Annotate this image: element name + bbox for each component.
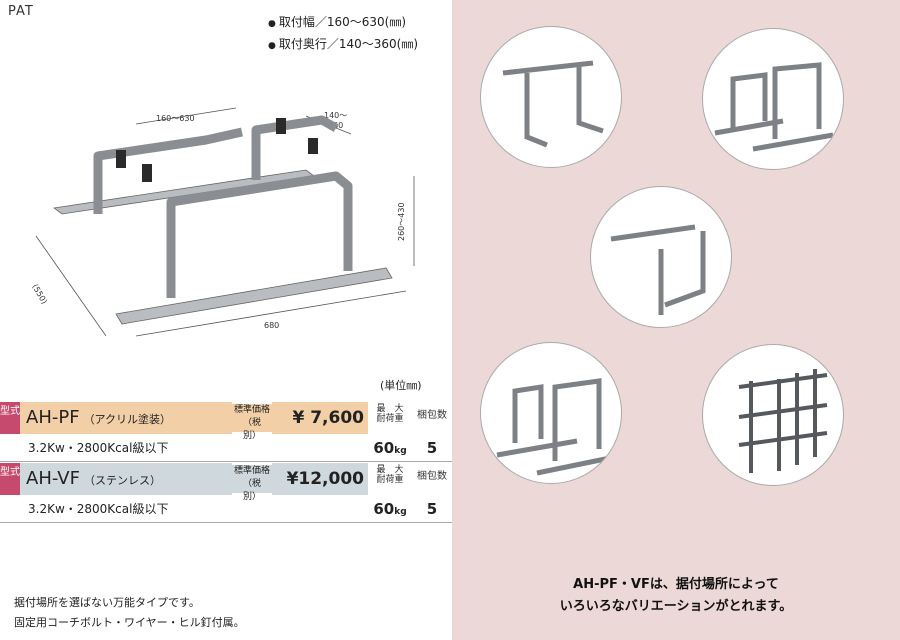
price-tax-label: （税 別）	[242, 479, 271, 502]
product-panel: PAT 取付幅／160～630(㎜) 取付奥行／140～360(㎜) 160～6…	[0, 0, 452, 640]
variation-double-stand-image	[702, 28, 844, 170]
variation-hanging-image	[590, 186, 732, 328]
pack-count-label: 梱包数	[417, 410, 447, 421]
pack-count-label: 梱包数	[417, 471, 447, 482]
dim-width-label: 160～630	[156, 114, 195, 123]
pack-count-value: 5	[426, 500, 438, 518]
stand-product-photo: 160～630 140～ 360 260～430 (550) 680	[30, 107, 415, 337]
load-unit: kg	[394, 507, 407, 517]
dim-height-label: 260～430	[397, 202, 406, 241]
model-finish: （アクリル塗装）	[83, 413, 172, 426]
model-name: AH-VF	[26, 468, 80, 489]
price-label: 標準価格	[233, 466, 270, 476]
load-capacity-label: 耐荷重	[376, 475, 404, 485]
max-load-label: 最 大	[376, 404, 404, 414]
product-row-ah-pf: 型式 AH-PF（アクリル塗装） 標準価格 （税 別） ¥ 7,600 最 大 …	[0, 402, 452, 462]
max-load-label: 最 大	[376, 465, 404, 475]
variation-panel: AH-PF・VFは、据付場所によって いろいろなバリエーションがとれます。	[452, 0, 900, 640]
dim-depth-label-1: 140～	[324, 111, 347, 120]
product-row-ah-vf: 型式 AH-VF（ステンレス） 標準価格 （税 別） ¥12,000 最 大 耐…	[0, 463, 452, 523]
price-value: ¥ 7,600	[272, 402, 368, 434]
model-type-badge: 型式	[0, 402, 20, 434]
load-unit: kg	[394, 446, 407, 456]
max-load-value: 60	[373, 500, 395, 518]
variation-caption: AH-PF・VFは、据付場所によって いろいろなバリエーションがとれます。	[452, 574, 900, 618]
capacity-text: 3.2Kw・2800Kcal級以下	[28, 502, 169, 516]
caption-line-2: いろいろなバリエーションがとれます。	[559, 599, 793, 614]
pack-count-value: 5	[426, 439, 438, 457]
spec-depth: 取付奥行／140～360(㎜)	[268, 34, 418, 56]
spec-list: 取付幅／160～630(㎜) 取付奥行／140～360(㎜)	[268, 12, 418, 56]
model-finish: （ステンレス）	[83, 474, 161, 487]
capacity-text: 3.2Kw・2800Kcal級以下	[28, 441, 169, 455]
price-label: 標準価格	[233, 405, 270, 415]
max-load-value: 60	[373, 439, 395, 457]
load-capacity-label: 耐荷重	[376, 414, 404, 424]
model-type-badge: 型式	[0, 463, 20, 495]
model-name: AH-PF	[26, 407, 80, 428]
dim-side-label: (550)	[30, 283, 49, 306]
unit-note: (単位㎜)	[380, 379, 422, 392]
spec-width: 取付幅／160～630(㎜)	[268, 12, 418, 34]
product-notes: 据付場所を選ばない万能タイプです。 固定用コーチボルト・ワイヤー・ヒル釘付属。	[14, 593, 245, 633]
variation-wall-mount-image	[480, 26, 622, 168]
note-line-1: 据付場所を選ばない万能タイプです。	[14, 596, 200, 609]
variation-floor-stand-image	[480, 342, 622, 484]
price-tax-label: （税 別）	[242, 418, 271, 441]
note-line-2: 固定用コーチボルト・ワイヤー・ヒル釘付属。	[14, 616, 245, 629]
caption-line-1: AH-PF・VFは、据付場所によって	[573, 577, 779, 592]
brand-label: PAT	[8, 4, 34, 19]
dim-length-label: 680	[264, 321, 279, 330]
variation-stacked-frame-image	[702, 344, 844, 486]
price-value: ¥12,000	[272, 463, 368, 495]
